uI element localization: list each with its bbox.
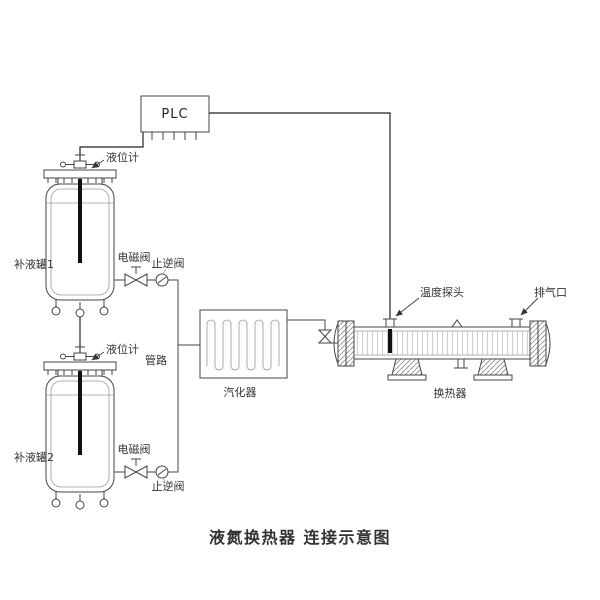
solenoid-valve-2 [124, 458, 148, 479]
plc-to-tank1-wire [79, 132, 144, 161]
plc-terminals [151, 132, 197, 140]
diagram-title: 液氮换热器 连接示意图 [209, 528, 391, 547]
check-valve-2-label: 止逆阀 [152, 479, 185, 493]
supply-tank-1-drawing [43, 154, 117, 318]
exchanger-inlet-valve [317, 329, 333, 344]
vaporizer-label: 汽化器 [224, 385, 257, 399]
vaporizer-coil [206, 319, 280, 371]
exchanger-saddle-right [477, 358, 509, 376]
supply-tank-2-drawing [43, 346, 117, 510]
check-valve-1 [155, 268, 169, 287]
exhaust-port-label: 排气口 [534, 285, 567, 299]
exchanger-left-cap [333, 322, 339, 365]
exchanger-drain [454, 359, 468, 369]
plc-unit: PLC [140, 95, 210, 140]
exchanger-tube-bundle [356, 331, 528, 355]
tank1-label: 补液罐1 [14, 257, 54, 271]
solenoid-valve-1-label: 电磁阀 [118, 250, 151, 264]
exhaust-port-leader [520, 297, 539, 316]
exchanger-right-cap [545, 322, 551, 365]
exchanger-vent-lug [451, 319, 463, 328]
exhaust-nozzle [509, 318, 523, 328]
heat-exchanger [333, 318, 551, 381]
vaporizer-outlet-pipe [287, 319, 338, 344]
plc-label: PLC [161, 107, 188, 122]
temp-probe-element [388, 329, 392, 353]
check-valve-1-label: 止逆阀 [152, 256, 185, 270]
tank1-level-gauge-leader [91, 159, 105, 169]
tank2-label: 补液罐2 [14, 450, 54, 464]
temp-probe-nozzle [383, 318, 397, 328]
tank2-level-gauge-leader [91, 351, 105, 361]
pipeline-label: 管路 [145, 353, 167, 367]
vaporizer [199, 309, 288, 379]
temp-probe-label: 温度探头 [420, 285, 464, 299]
plc-box [140, 95, 210, 133]
solenoid-valve-1 [124, 266, 148, 287]
check-valve-2 [155, 465, 169, 482]
heat-exchanger-label: 换热器 [434, 386, 467, 400]
temp-probe-leader [395, 297, 420, 317]
solenoid-valve-2-label: 电磁阀 [118, 442, 151, 456]
tank1-level-gauge-label: 液位计 [106, 150, 139, 164]
tank2-level-gauge-label: 液位计 [106, 342, 139, 356]
exchanger-saddle-left [391, 358, 423, 376]
plc-to-exchanger-wire [209, 112, 391, 319]
